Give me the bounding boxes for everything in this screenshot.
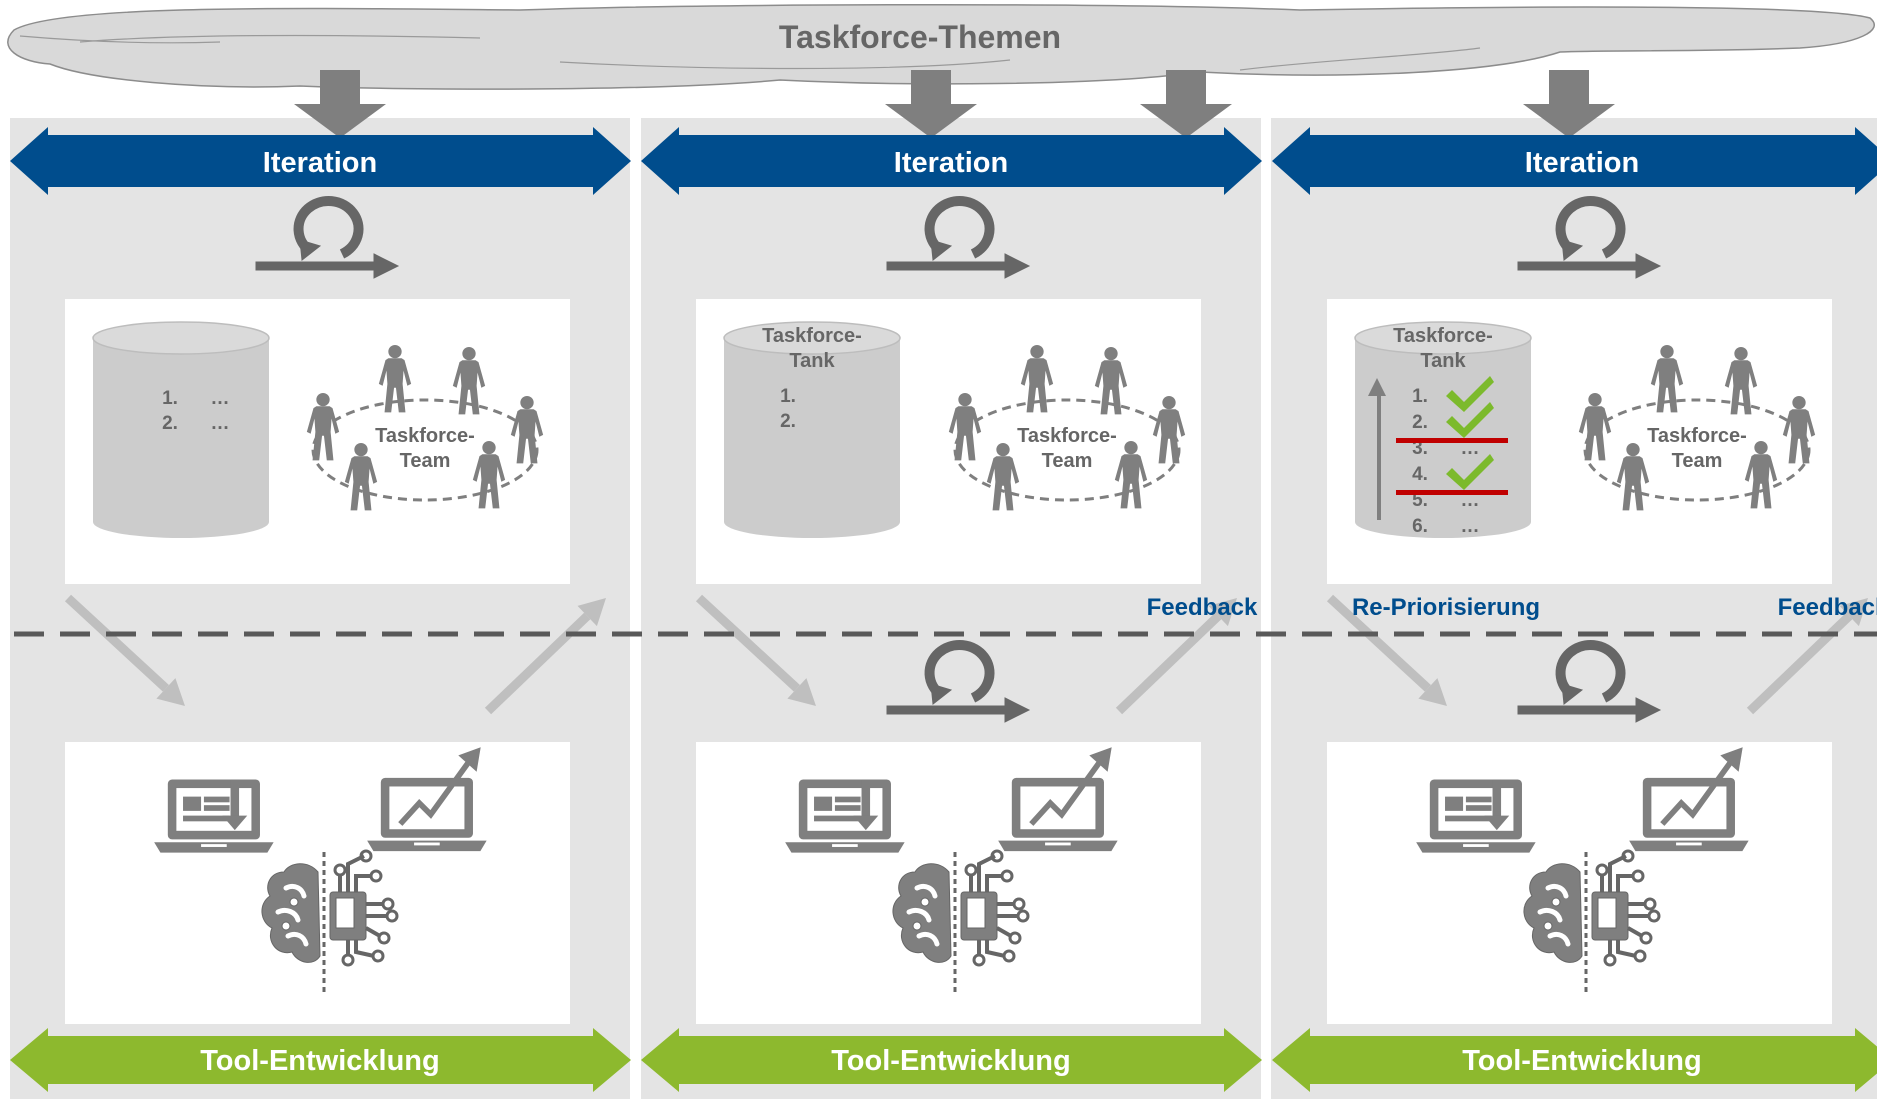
iteration-columns: Iteration 1. … 2. … Taskforce- TeamTool-Entwic… — [10, 127, 1877, 1092]
tool-development-arrow — [641, 1028, 1262, 1092]
tank-item-number: 1. — [780, 386, 796, 407]
tank-item-number: 6. — [1412, 516, 1428, 537]
team-circle-icon — [948, 344, 1186, 511]
strike-through-line — [1396, 438, 1508, 443]
feedback-label: Feedback — [1778, 594, 1877, 621]
team-label-line: Team — [1672, 450, 1723, 472]
tank-item-number: 2. — [162, 413, 178, 434]
tank-item-text: … — [211, 388, 230, 409]
feedback-label: Feedback — [1147, 594, 1258, 621]
priority-up-arrow — [1368, 378, 1386, 520]
check-icon — [1446, 454, 1494, 490]
team-label-line: Taskforce- — [375, 425, 475, 447]
tool-development-arrow — [10, 1028, 631, 1092]
tool-development-label: Tool-Entwicklung — [831, 1045, 1071, 1077]
tank-item-text: … — [1461, 438, 1480, 459]
down-arrow-3 — [1140, 70, 1232, 138]
cloud-title: Taskforce-Themen — [779, 19, 1061, 55]
tank-item-number: 4. — [1412, 464, 1428, 485]
iteration-label: Iteration — [894, 147, 1008, 179]
iteration-arrow — [641, 127, 1262, 195]
tank-item-text: … — [211, 413, 230, 434]
tank-item-text: … — [1461, 490, 1480, 511]
down-arrow-1 — [294, 70, 386, 138]
tank-label-line: Taskforce- — [1393, 325, 1493, 347]
panels — [10, 118, 1877, 1099]
database-cylinder-icon — [723, 321, 901, 538]
column-1: Iteration 1. … 2. … Taskforce- TeamTool-Entwic… — [10, 127, 631, 1092]
team-circle-icon — [1578, 344, 1816, 511]
reprioritization-label: Re-Priorisierung — [1352, 594, 1540, 621]
tank-item-number: 1. — [1412, 386, 1428, 407]
database-cylinder-icon — [92, 321, 270, 538]
tank-label-line: Tank — [789, 350, 835, 372]
tank-item-number: 5. — [1412, 490, 1428, 511]
tank-item-text: … — [1461, 516, 1480, 537]
tool-development-label: Tool-Entwicklung — [200, 1045, 440, 1077]
tank-item-number: 3. — [1412, 438, 1428, 459]
tank-label-line: Tank — [1420, 350, 1466, 372]
strike-through-line — [1396, 490, 1508, 495]
iteration-arrow — [10, 127, 631, 195]
iteration-label: Iteration — [1525, 147, 1639, 179]
tool-development-arrow — [1272, 1028, 1877, 1092]
down-arrow-4 — [1523, 70, 1615, 138]
iteration-arrow — [1272, 127, 1877, 195]
team-circle-icon — [306, 344, 544, 511]
handover-down-arrow — [695, 594, 816, 706]
down-arrow-2 — [885, 70, 977, 138]
check-icon — [1446, 402, 1494, 438]
tank-item-number: 2. — [780, 411, 796, 432]
team-label-line: Taskforce- — [1017, 425, 1117, 447]
taskforce-themes-cloud: Taskforce-Themen — [7, 3, 1875, 90]
handover-down-arrow — [64, 594, 185, 706]
tool-development-label: Tool-Entwicklung — [1462, 1045, 1702, 1077]
tank-item-number: 1. — [162, 388, 178, 409]
feedback-up-arrow — [1115, 598, 1237, 715]
team-label-line: Team — [1042, 450, 1093, 472]
theme-down-arrows — [294, 70, 1615, 138]
iteration-label: Iteration — [263, 147, 377, 179]
tank-label-line: Taskforce- — [762, 325, 862, 347]
check-icon — [1446, 376, 1494, 412]
team-label-line: Taskforce- — [1647, 425, 1747, 447]
handover-down-arrow — [1326, 594, 1447, 706]
tank-item-number: 2. — [1412, 412, 1428, 433]
team-label-line: Team — [400, 450, 451, 472]
